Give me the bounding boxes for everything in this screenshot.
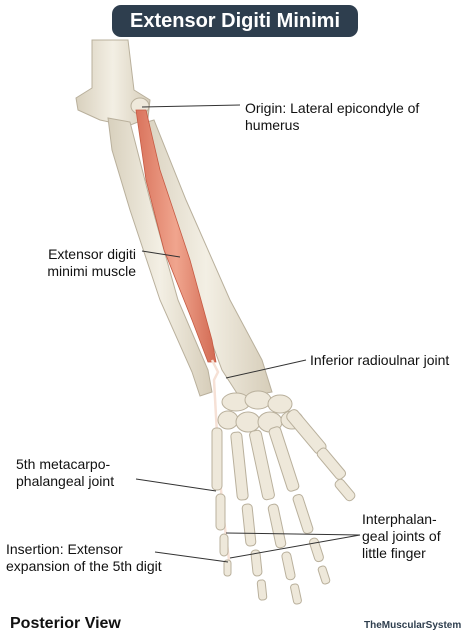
leader-mcp bbox=[135, 478, 217, 492]
leader-origin bbox=[141, 104, 241, 108]
leader-lines bbox=[135, 104, 361, 563]
label-radioulnar: Inferior radioulnar joint bbox=[310, 352, 450, 368]
label-interphalangeal: Interphalan-geal joints of little finger bbox=[362, 511, 441, 561]
leader-muscle bbox=[141, 250, 181, 258]
label-origin: Origin: Lateral epicondyle of humerus bbox=[245, 100, 420, 133]
extensor-digiti-minimi-muscle bbox=[135, 109, 217, 363]
diagram-title: Extensor Digiti Minimi bbox=[112, 5, 358, 37]
ulna-bone bbox=[107, 117, 213, 397]
brand-logo: TheMuscularSystem bbox=[364, 620, 462, 631]
leader-insertion bbox=[154, 551, 229, 563]
label-muscle: Extensor digiti minimi muscle bbox=[47, 246, 136, 279]
label-insertion: Insertion: Extensor expansion of the 5th… bbox=[6, 541, 162, 574]
view-label: Posterior View bbox=[10, 615, 121, 632]
finger-bones bbox=[211, 409, 356, 605]
leader-interphalangeal-1 bbox=[225, 532, 361, 536]
leader-radioulnar bbox=[225, 359, 307, 379]
label-mcp: 5th metacarpo-phalangeal joint bbox=[16, 456, 115, 489]
leader-interphalangeal-2 bbox=[229, 534, 361, 559]
